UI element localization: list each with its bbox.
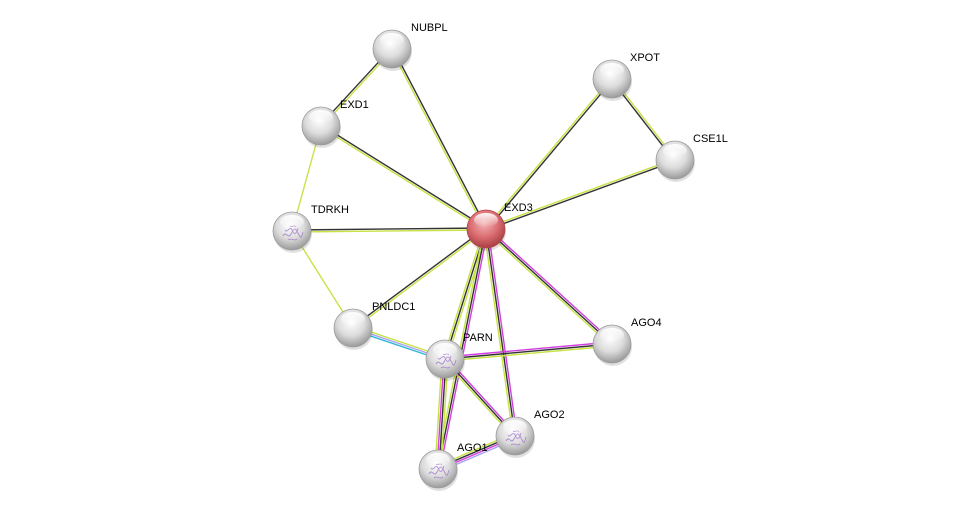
protein-structure-icon <box>435 353 457 369</box>
edge-evidence-textmining <box>390 49 486 230</box>
node-pnldc1[interactable]: PNLDC1 <box>333 301 415 350</box>
node-tdrkh[interactable]: TDRKH <box>272 204 349 253</box>
node-highlight <box>663 144 687 158</box>
edge-exd3-ago2[interactable] <box>483 228 518 437</box>
edge-evidence-coexpression <box>485 228 613 345</box>
node-label: AGO4 <box>631 317 662 329</box>
node-highlight <box>341 312 365 326</box>
node-highlight <box>380 33 404 47</box>
node-highlight <box>309 110 333 124</box>
node-parn[interactable]: PARN <box>425 332 493 381</box>
protein-structure-icon <box>428 463 450 479</box>
edge-exd3-xpot[interactable] <box>484 77 614 231</box>
node-highlight <box>426 453 450 467</box>
edge-evidence-textmining <box>445 345 613 362</box>
edge-evidence-coexpression <box>351 227 486 328</box>
edge-evidence-coexpression <box>486 160 676 231</box>
node-highlight <box>600 328 624 342</box>
edge-evidence-textmining <box>484 77 612 229</box>
node-nubpl[interactable]: NUBPL <box>372 22 448 71</box>
edge-evidence-coexpression <box>485 228 516 437</box>
edge-evidence-experiments <box>487 228 518 436</box>
edge-evidence-textmining <box>483 229 514 437</box>
node-highlight <box>474 213 498 227</box>
edge-exd3-tdrkh[interactable] <box>291 227 487 233</box>
node-label: NUBPL <box>411 22 448 34</box>
node-ago1[interactable]: AGO1 <box>418 442 488 491</box>
edge-evidence-textmining <box>292 229 487 233</box>
edge-evidence-coexpression <box>321 124 487 229</box>
protein-structure-icon <box>505 430 527 446</box>
edge-evidence-textmining <box>485 158 675 229</box>
node-ago2[interactable]: AGO2 <box>495 409 565 458</box>
node-highlight <box>433 343 457 357</box>
edge-evidence-textmining <box>484 229 612 346</box>
edge-exd3-exd1[interactable] <box>320 124 487 231</box>
edge-exd3-pnldc1[interactable] <box>351 227 488 330</box>
edges-layer <box>291 47 677 473</box>
edge-evidence-textmining <box>320 126 486 231</box>
node-label: PARN <box>463 332 493 344</box>
node-highlight <box>600 63 624 77</box>
node-label: PNLDC1 <box>372 301 415 313</box>
node-highlight <box>280 215 304 229</box>
edge-evidence-coexpression <box>444 343 613 360</box>
node-cse1l[interactable]: CSE1L <box>655 133 728 182</box>
node-label: CSE1L <box>693 133 728 145</box>
edge-evidence-textmining <box>442 228 485 359</box>
edge-exd3-ago4[interactable] <box>484 227 614 346</box>
node-label: EXD3 <box>504 202 533 214</box>
edge-parn-ago4[interactable] <box>444 341 613 362</box>
node-highlight <box>503 420 527 434</box>
node-label: EXD1 <box>340 99 369 111</box>
node-ago4[interactable]: AGO4 <box>592 317 662 366</box>
protein-structure-icon <box>282 225 304 241</box>
edge-evidence-experiments <box>439 229 489 470</box>
node-label: XPOT <box>630 52 660 64</box>
edge-evidence-coexpression <box>291 227 486 231</box>
node-exd3[interactable]: EXD3 <box>466 202 533 251</box>
node-label: AGO1 <box>457 442 488 454</box>
edge-evidence-experiments <box>444 341 612 358</box>
edge-evidence-coexpression <box>392 48 488 229</box>
edge-exd3-cse1l[interactable] <box>485 158 676 231</box>
edge-evidence-textmining <box>353 229 488 330</box>
edge-evidence-coexpression <box>486 79 614 231</box>
edge-exd3-nubpl[interactable] <box>390 48 488 230</box>
node-label: TDRKH <box>311 204 349 216</box>
node-label: AGO2 <box>534 409 565 421</box>
edge-evidence-experiments <box>486 227 614 344</box>
edge-evidence-coexpression <box>437 228 487 470</box>
node-exd1[interactable]: EXD1 <box>301 99 369 148</box>
node-xpot[interactable]: XPOT <box>592 52 660 101</box>
